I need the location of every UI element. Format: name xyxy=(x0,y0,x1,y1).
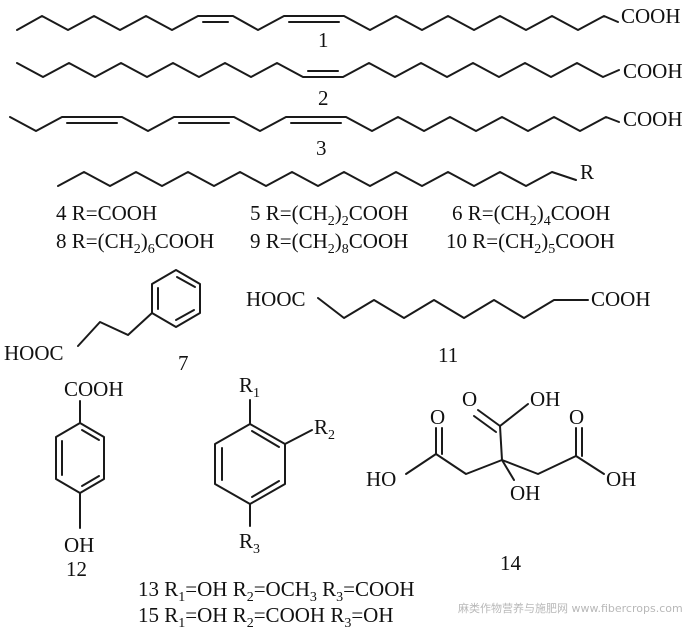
molecule-7-carboxyl: HOOC xyxy=(4,341,64,365)
molecule-11-chain xyxy=(317,297,589,319)
molecule-13-r3: R3 xyxy=(239,529,260,557)
definition-6: 6 R=(CH2)4COOH xyxy=(452,201,610,229)
molecule-14-right-acid-bond xyxy=(575,455,605,475)
molecule-14-right-oxygen: O xyxy=(569,405,584,429)
molecule-11: HOOC COOH 11 xyxy=(246,287,651,367)
molecule-13-r1: R1 xyxy=(239,373,260,401)
molecule-2-number: 2 xyxy=(318,86,329,110)
molecule-11-number: 11 xyxy=(438,343,458,367)
molecule-7-ring-double-bond xyxy=(176,276,196,288)
footnote-13: 13 R1=OH R2=OCH3 R3=COOH xyxy=(138,577,415,605)
molecule-12-number: 12 xyxy=(66,557,87,581)
watermark-text: 麻类作物营养与施肥网 www.fibercrops.com xyxy=(458,601,683,615)
molecule-14-top-carbonyl xyxy=(477,409,501,427)
definition-8: 8 R=(CH2)6COOH xyxy=(56,229,214,257)
molecule-13-benzene-ring xyxy=(214,423,286,505)
molecule-14-left-arm xyxy=(435,453,503,475)
molecule-14-left-oxygen: O xyxy=(430,405,445,429)
molecule-7-side-chain xyxy=(77,312,153,347)
molecule-1: COOH 1 xyxy=(16,4,681,52)
molecule-13-ring-double-bond xyxy=(251,480,280,498)
molecule-3-number: 3 xyxy=(316,136,327,160)
molecule-12-benzene-ring xyxy=(55,422,105,494)
molecule-14-top-oxygen: O xyxy=(462,387,477,411)
molecule-14-oh-bond xyxy=(501,459,515,481)
footnote-15: 15 R1=OH R2=COOH R3=OH xyxy=(138,603,394,631)
definition-10: 10 R=(CH2)5COOH xyxy=(446,229,615,257)
molecule-14-central-hydroxyl: OH xyxy=(510,481,540,505)
definition-4-formula: R=COOH xyxy=(72,201,157,225)
molecule-12-hydroxyl: OH xyxy=(64,533,94,557)
molecule-14-right-hydroxyl: OH xyxy=(606,467,636,491)
molecule-7: HOOC 7 xyxy=(4,269,201,375)
molecule-1-carboxyl: COOH xyxy=(621,4,681,28)
molecule-14-center-bond xyxy=(499,425,503,461)
molecule-4-substituent: R xyxy=(580,160,594,184)
molecule-14-right-arm xyxy=(501,455,577,475)
definition-row-1: 4 R=COOH 5 R=(CH2)2COOH 6 R=(CH2)4COOH xyxy=(56,201,610,229)
molecule-13-ring-double-bond xyxy=(251,430,280,448)
molecule-2-carboxyl: COOH xyxy=(623,59,683,83)
molecule-12-ring-double-bond xyxy=(81,475,100,487)
definition-9: 9 R=(CH2)8COOH xyxy=(250,229,408,257)
molecule-12: COOH OH 12 xyxy=(55,377,124,581)
svg-text:13 R1=OH R2=OCH3 R3=COOH: 13 R1=OH R2=OCH3 R3=COOH xyxy=(138,577,415,605)
molecule-3-chain xyxy=(9,116,620,132)
molecule-2: COOH 2 xyxy=(16,59,683,110)
molecule-13-r2: R2 xyxy=(314,415,335,443)
molecule-4-chain-group: R xyxy=(57,160,594,187)
molecule-7-benzene-ring xyxy=(151,269,201,328)
molecule-12-ring-double-bond xyxy=(81,429,100,441)
molecule-1-number: 1 xyxy=(318,28,329,52)
molecule-14-top-carbonyl xyxy=(473,415,497,433)
molecule-7-number: 7 xyxy=(178,351,189,375)
molecule-4-chain xyxy=(57,171,577,187)
molecule-1-chain xyxy=(16,15,619,31)
molecule-2-chain xyxy=(16,62,620,78)
molecule-14-left-hydroxyl: HO xyxy=(366,467,396,491)
molecule-14-top-acid-bond xyxy=(499,403,529,427)
molecule-12-carboxyl: COOH xyxy=(64,377,124,401)
definition-5: 5 R=(CH2)2COOH xyxy=(250,201,408,229)
svg-text:15 R1=OH R2=COOH R3=OH: 15 R1=OH R2=COOH R3=OH xyxy=(138,603,394,631)
molecule-14-number: 14 xyxy=(500,551,522,575)
molecule-3-carboxyl: COOH xyxy=(623,107,683,131)
molecule-11-left-carboxyl: HOOC xyxy=(246,287,306,311)
molecule-3: COOH 3 xyxy=(9,107,683,160)
molecule-13-bond-r2 xyxy=(284,429,313,445)
definition-4-number: 4 xyxy=(56,201,67,225)
definition-row-2: 8 R=(CH2)6COOH 9 R=(CH2)8COOH 10 R=(CH2)… xyxy=(56,229,615,257)
molecule-14: O OH OH O HO O OH 14 xyxy=(366,387,636,575)
molecule-11-right-carboxyl: COOH xyxy=(591,287,651,311)
molecule-14-left-acid-bond xyxy=(405,453,437,475)
molecule-7-ring-double-bond xyxy=(175,309,195,321)
molecule-13: R1 R2 R3 xyxy=(214,373,335,557)
definition-4: 4 R=COOH xyxy=(56,201,157,225)
molecule-14-top-hydroxyl: OH xyxy=(530,387,560,411)
